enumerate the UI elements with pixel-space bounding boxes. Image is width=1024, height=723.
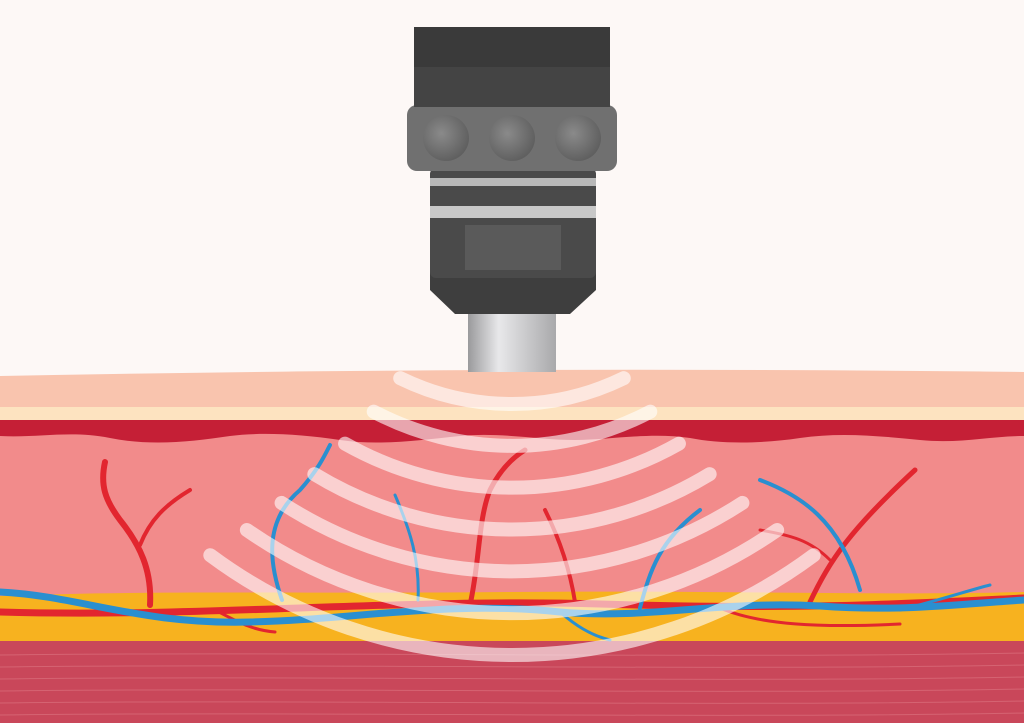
shockwave-arc (393, 371, 631, 411)
shockwave-arc (274, 495, 750, 579)
ring-2 (430, 206, 596, 218)
muscle-fiber (0, 664, 1024, 668)
muscle-fiber (0, 676, 1024, 680)
knob-icon (423, 115, 469, 161)
ring-1 (430, 178, 596, 186)
muscle-fiber (0, 700, 1024, 704)
shockwave-arc (307, 467, 717, 537)
shockwave-applicator (407, 27, 617, 372)
muscle-fibers (0, 652, 1024, 716)
shockwave-arc (338, 436, 686, 495)
papillary-layer (0, 420, 1024, 443)
applicator-taper (430, 270, 596, 314)
knob-icon (489, 115, 535, 161)
shockwave-arc (203, 548, 821, 662)
knob-icon (555, 115, 601, 161)
skin-layers (0, 369, 1024, 723)
epidermis-layer (0, 369, 1024, 412)
muscle-fiber (0, 712, 1024, 716)
top-shade (414, 27, 610, 67)
shockwaves (203, 371, 821, 662)
shockwave-arc (366, 404, 658, 453)
basal-layer (0, 407, 1024, 423)
muscle-fiber (0, 688, 1024, 692)
body-panel (465, 225, 561, 270)
shockwave-arc (239, 522, 785, 621)
